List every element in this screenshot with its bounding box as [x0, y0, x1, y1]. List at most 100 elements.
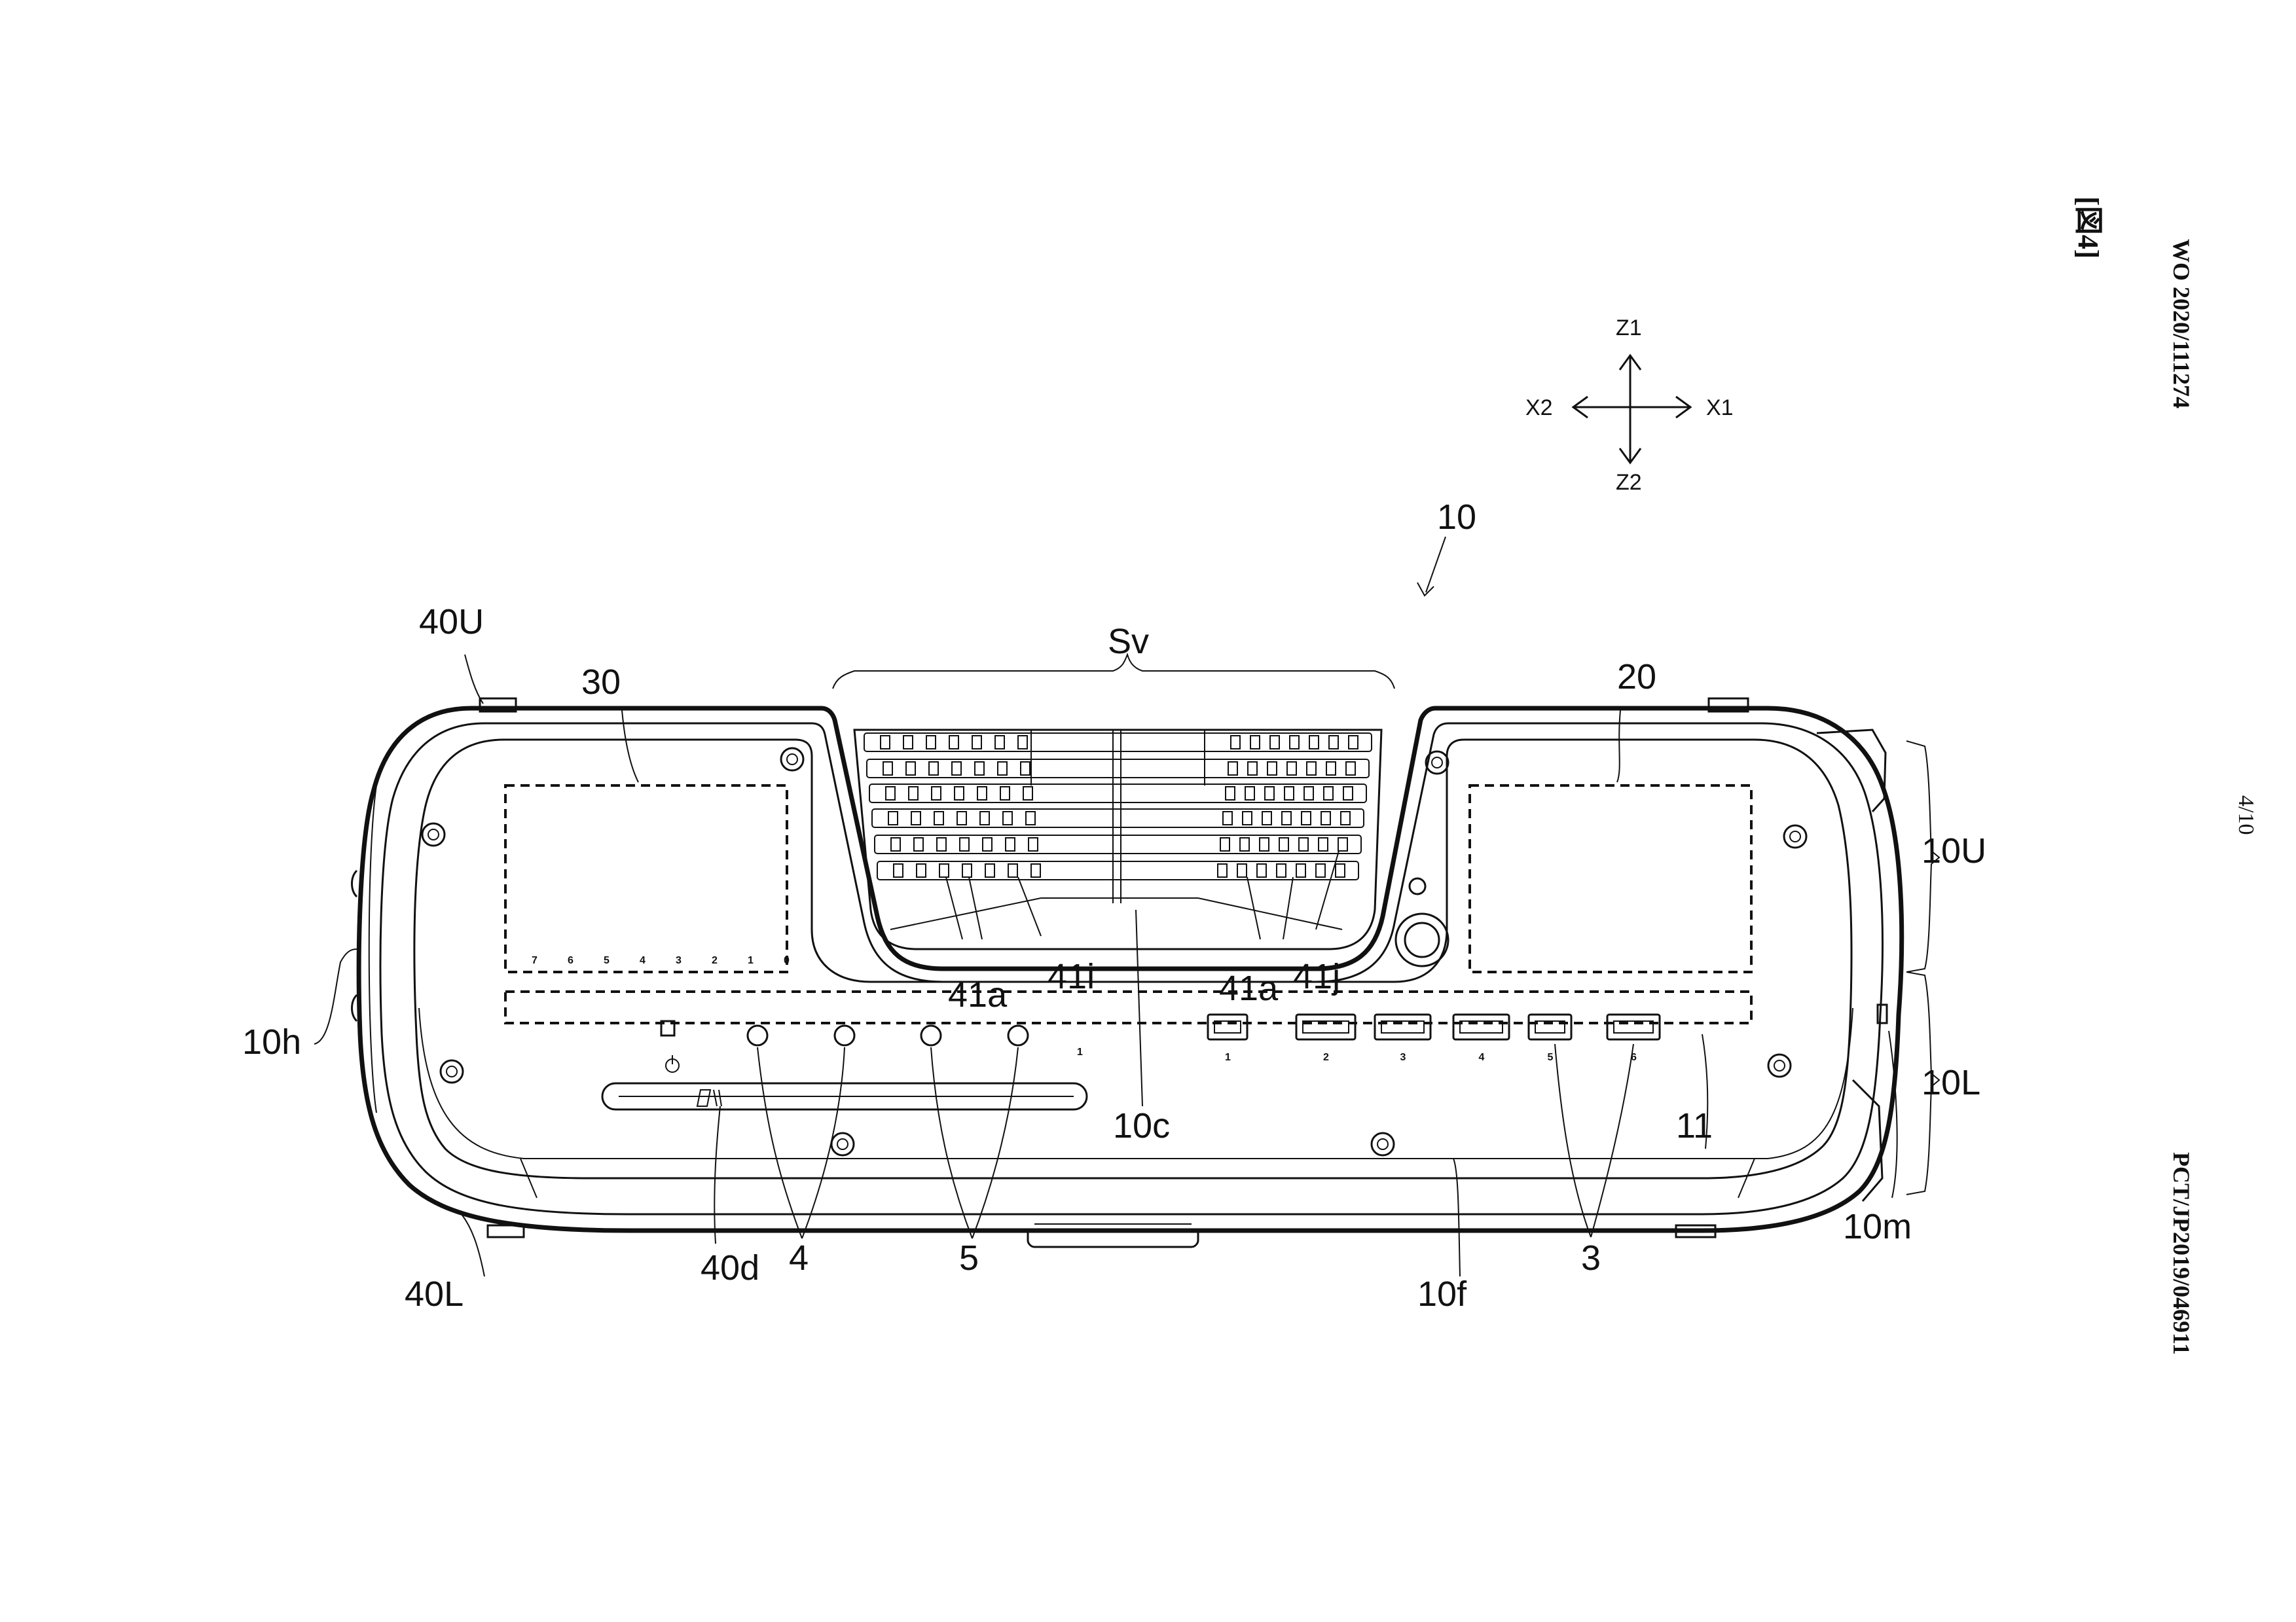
- port-inner: [1459, 1020, 1503, 1034]
- vent-slat: [866, 759, 1370, 778]
- vent-fin: [905, 761, 916, 776]
- label-41a-right: 41a: [1219, 969, 1279, 1008]
- vent-fin: [1020, 761, 1030, 776]
- publication-number: WO 2020/111274: [2168, 239, 2195, 408]
- label-5: 5: [959, 1238, 979, 1278]
- vent-fin: [908, 786, 919, 801]
- vent-fin: [1245, 786, 1255, 801]
- port-opening[interactable]: [1452, 1013, 1510, 1041]
- label-40l: 40L: [405, 1274, 464, 1314]
- vent-fin: [1309, 735, 1319, 749]
- vent-fin: [1323, 786, 1334, 801]
- vent-fin: [1276, 863, 1286, 878]
- vent-fin: [972, 735, 982, 749]
- vent-fin: [1284, 786, 1294, 801]
- vent-fin: [1230, 735, 1241, 749]
- vent-fin: [1030, 863, 1041, 878]
- vent-fin: [1250, 735, 1260, 749]
- application-number: PCT/JP2019/046911: [2168, 1152, 2195, 1355]
- vent-fin: [1318, 837, 1328, 852]
- connector-port[interactable]: 3: [1374, 1013, 1432, 1063]
- vent-fin: [1222, 811, 1233, 825]
- port-opening[interactable]: [1295, 1013, 1357, 1041]
- vent-fin: [1343, 786, 1353, 801]
- reference-numerals: 10 40U 30 Sv 20 10U 10L 10h 41a 41i 41a …: [242, 497, 1986, 1314]
- vent-fin: [939, 863, 949, 878]
- front-button-1[interactable]: [746, 1024, 769, 1047]
- label-3: 3: [1581, 1238, 1601, 1278]
- dashed-region-20: [1468, 784, 1753, 973]
- standby-indicator: [660, 1020, 676, 1037]
- vent-fin: [1286, 761, 1297, 776]
- scale-digit: 0: [784, 955, 790, 966]
- front-controls: 1: [601, 1020, 1088, 1111]
- vent-fin: [883, 761, 893, 776]
- vent-fin: [1328, 735, 1339, 749]
- vent-fin: [1298, 837, 1309, 852]
- mini-mark: 1: [1077, 1047, 1083, 1058]
- vent-fin: [931, 786, 941, 801]
- connector-port[interactable]: 6: [1606, 1013, 1661, 1063]
- vent-fin: [1315, 863, 1326, 878]
- vent-fin: [1220, 837, 1230, 852]
- vent-fin: [1000, 786, 1010, 801]
- vent-fin: [1025, 811, 1036, 825]
- vent-slats: [864, 732, 1372, 880]
- vent-fin: [1326, 761, 1336, 776]
- port-number: 3: [1400, 1052, 1406, 1063]
- port-inner: [1613, 1020, 1654, 1034]
- label-30: 30: [581, 662, 621, 702]
- label-41a-left: 41a: [948, 975, 1008, 1015]
- label-10l: 10L: [1922, 1063, 1980, 1102]
- port-inner: [1214, 1020, 1241, 1034]
- vent-fin: [1321, 811, 1331, 825]
- label-sv: Sv: [1108, 622, 1149, 661]
- vent-fin: [1228, 761, 1238, 776]
- vent-fin: [1008, 863, 1018, 878]
- axis-x2-label: X2: [1525, 395, 1553, 420]
- scale-digit: 1: [748, 955, 754, 966]
- connector-port[interactable]: 4: [1452, 1013, 1510, 1063]
- power-button-ring: [1394, 912, 1449, 967]
- connector-port[interactable]: 2: [1295, 1013, 1357, 1063]
- vent-fin: [934, 811, 944, 825]
- port-number: 6: [1631, 1052, 1637, 1063]
- vent-fin: [928, 761, 939, 776]
- vent-fin: [1303, 786, 1314, 801]
- vent-fin: [951, 761, 962, 776]
- port-number: 1: [1225, 1052, 1231, 1063]
- vent-slat: [877, 861, 1359, 880]
- label-10f: 10f: [1417, 1274, 1467, 1314]
- vent-fin: [911, 811, 921, 825]
- vent-fin: [1340, 811, 1351, 825]
- port-inner: [1535, 1020, 1565, 1034]
- vent-fin: [1267, 761, 1277, 776]
- port-number: 5: [1548, 1052, 1554, 1063]
- vent-fin: [1279, 837, 1289, 852]
- front-button-2[interactable]: [833, 1024, 856, 1047]
- vent-fin: [890, 837, 901, 852]
- label-40u: 40U: [419, 602, 484, 641]
- axis-z2-label: Z2: [1616, 470, 1642, 495]
- label-20: 20: [1617, 657, 1656, 696]
- label-10: 10: [1437, 497, 1476, 537]
- indicator-lamp: [1408, 877, 1427, 895]
- vent-fin: [954, 786, 964, 801]
- front-button-4[interactable]: [1007, 1024, 1029, 1047]
- label-10m: 10m: [1843, 1207, 1912, 1246]
- vent-fin: [974, 761, 985, 776]
- vent-fin: [903, 735, 913, 749]
- label-41j: 41j: [1293, 957, 1340, 996]
- port-opening[interactable]: [1527, 1013, 1573, 1041]
- vent-fin: [913, 837, 924, 852]
- port-opening[interactable]: [1207, 1013, 1248, 1041]
- scale-digit: 7: [532, 955, 538, 966]
- front-button-3[interactable]: [920, 1024, 942, 1047]
- connector-port[interactable]: 1: [1207, 1013, 1248, 1063]
- vent-fin: [1345, 761, 1356, 776]
- vent-fin: [949, 735, 959, 749]
- port-opening[interactable]: [1374, 1013, 1432, 1041]
- connector-port[interactable]: 5: [1527, 1013, 1573, 1063]
- vent-fin: [936, 837, 947, 852]
- port-opening[interactable]: [1606, 1013, 1661, 1041]
